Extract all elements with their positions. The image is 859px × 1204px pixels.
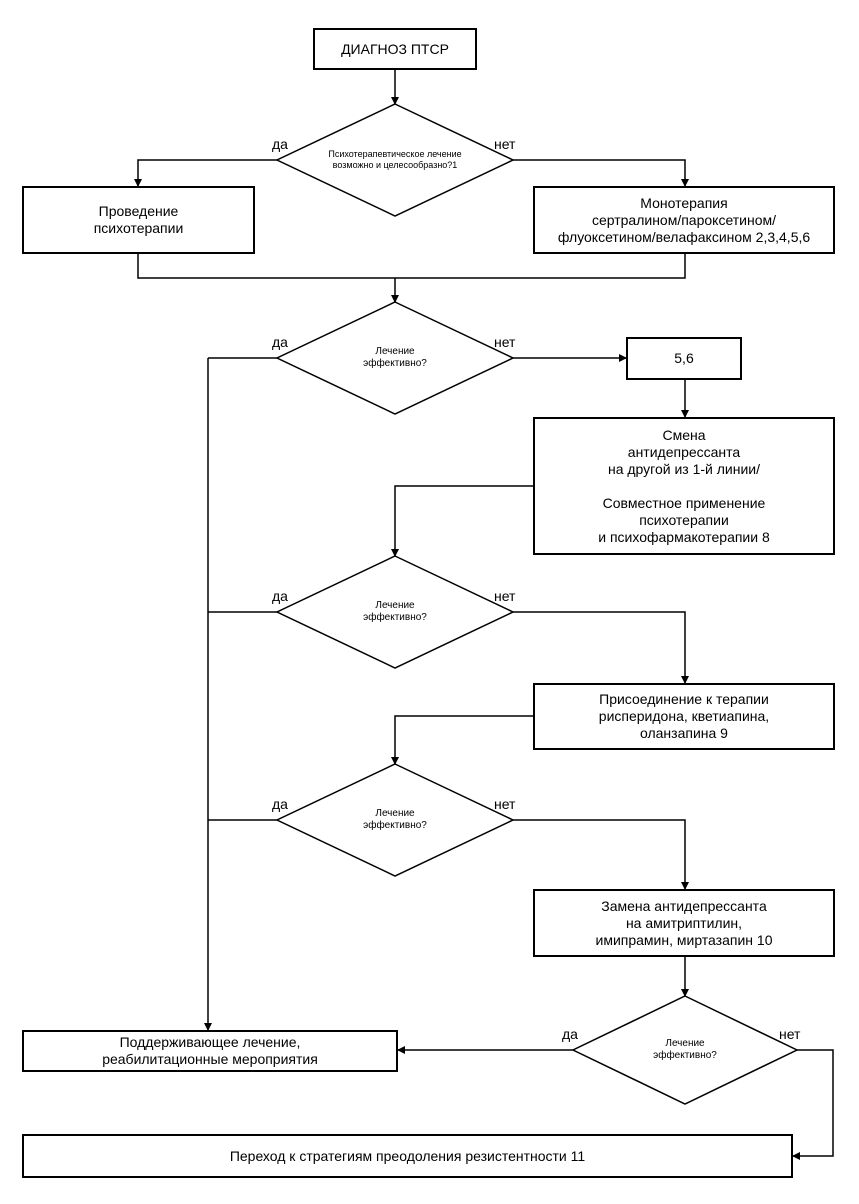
decision-5-text: Лечение эффективно? (653, 1038, 717, 1061)
decision-4-text: Лечение эффективно? (363, 808, 427, 831)
resistance-box: Переход к стратегиям преодоления резисте… (22, 1134, 793, 1178)
d4-no-label: нет (494, 796, 516, 812)
d1-no-label: нет (494, 136, 516, 152)
augmentation-box: Присоединение к терапии рисперидона, кве… (533, 683, 835, 750)
decision-3-text: Лечение эффективно? (363, 600, 427, 623)
arrow-augment-to-d4 (391, 715, 533, 765)
arrow-d3-no (513, 611, 689, 684)
d3-no-label: нет (494, 588, 516, 604)
d1-yes-label: да (272, 136, 288, 152)
replace-antidepressant-box: Замена антидепрессанта на амитриптилин, … (533, 889, 835, 957)
decision-3-shape (275, 555, 515, 669)
monotherapy-box: Монотерапия сертралином/пароксетином/ фл… (533, 186, 835, 254)
d2-yes-label: да (272, 334, 288, 350)
arrow-d1-no (513, 159, 689, 187)
arrow-switch-to-d3 (391, 485, 533, 557)
merge-left (137, 254, 686, 279)
decision-1-shape (275, 103, 515, 217)
arrow-d5-no (792, 1049, 834, 1160)
d4-yes-label: да (272, 796, 288, 812)
d5-yes-label: да (562, 1026, 578, 1042)
decision-5-shape (571, 995, 799, 1105)
psychotherapy-box: Проведение психотерапии (22, 186, 255, 254)
decision-1-text: Психотерапевтическое лечение возможно и … (328, 149, 462, 170)
start-box: ДИАГНОЗ ПТСР (313, 28, 477, 70)
decision-2-shape (275, 301, 515, 415)
d3-yes-label: да (272, 588, 288, 604)
d2-no-label: нет (494, 334, 516, 350)
maintenance-box: Поддерживающее лечение, реабилитационные… (22, 1030, 398, 1072)
d5-no-label: нет (779, 1026, 801, 1042)
decision-4-shape (275, 763, 515, 877)
switch-antidepressant-box: Смена антидепрессанта на другой из 1-й л… (533, 417, 835, 555)
arrow-d1-yes (134, 159, 277, 187)
step-56-box: 5,6 (626, 337, 742, 380)
decision-2-text: Лечение эффективно? (363, 346, 427, 369)
arrow-d4-no (513, 819, 689, 890)
